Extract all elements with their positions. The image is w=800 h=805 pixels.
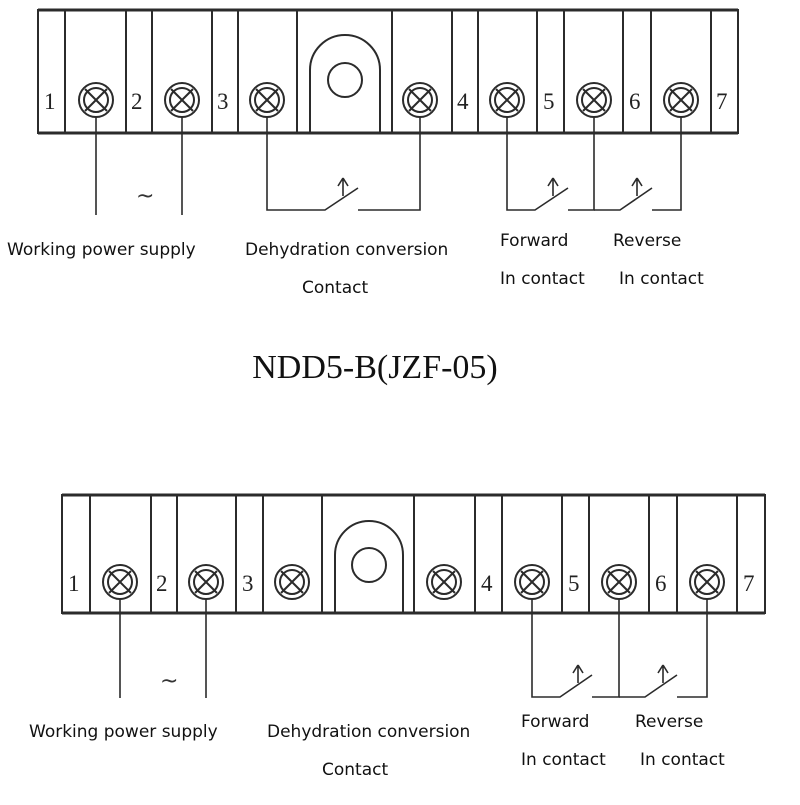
top-screw-5	[489, 82, 525, 118]
top-screw-1	[78, 82, 114, 118]
model-title: NDD5-B(JZF-05)	[252, 349, 498, 386]
bottom-label-dehydration: Dehydration conversion	[267, 722, 470, 742]
top-screw-2	[164, 82, 200, 118]
top-forward-contact-arrow	[547, 177, 559, 196]
bottom-terminal-number-4: 4	[481, 571, 493, 596]
bottom-labels: Working power supply Dehydration convers…	[29, 712, 725, 780]
bottom-screw-1	[102, 564, 138, 600]
bottom-screw-3	[274, 564, 310, 600]
top-label-reverse-contact: In contact	[619, 269, 704, 289]
top-terminal-numbers: 1 2 3 4 5 6 7	[44, 89, 728, 114]
bottom-label-reverse-contact: In contact	[640, 750, 725, 770]
top-labels: Working power supply Dehydration convers…	[7, 231, 704, 298]
bottom-screw-7	[689, 564, 725, 600]
bottom-terminal-number-7: 7	[743, 571, 755, 596]
bottom-screw-6	[601, 564, 637, 600]
bottom-reverse-contact-arrow	[657, 664, 669, 683]
bottom-terminal-number-2: 2	[156, 571, 168, 596]
bottom-screw-5	[514, 564, 550, 600]
top-screw-6	[576, 82, 612, 118]
top-terminal-number-3: 3	[217, 89, 229, 114]
bottom-terminal-number-3: 3	[242, 571, 254, 596]
bottom-terminal-number-6: 6	[655, 571, 667, 596]
bottom-mounting-lug	[334, 520, 404, 613]
bottom-label-forward-contact: In contact	[521, 750, 606, 770]
bottom-terminal-numbers: 1 2 3 4 5 6 7	[68, 571, 755, 596]
top-terminal-number-4: 4	[457, 89, 469, 114]
bottom-terminal-number-1: 1	[68, 571, 80, 596]
top-wiring-diagram: 1 2 3 4 5 6 7 ~ Working power supply Deh…	[7, 8, 739, 298]
top-label-reverse: Reverse	[613, 231, 681, 251]
top-terminal-number-2: 2	[131, 89, 143, 114]
top-terminal-number-7: 7	[716, 89, 728, 114]
bottom-forward-contact-arrow	[572, 664, 584, 683]
top-ac-supply-symbol: ~	[136, 184, 154, 209]
bottom-screws	[102, 564, 725, 600]
bottom-label-reverse: Reverse	[635, 712, 703, 732]
bottom-mounting-hole	[351, 547, 387, 583]
top-label-forward: Forward	[500, 231, 568, 251]
bottom-label-power: Working power supply	[29, 722, 218, 742]
top-screw-4	[402, 82, 438, 118]
top-label-power: Working power supply	[7, 240, 196, 260]
top-terminal-number-5: 5	[543, 89, 555, 114]
top-mounting-lug	[309, 34, 381, 133]
top-dehydration-contact-arrow	[337, 177, 349, 196]
top-label-dehydration: Dehydration conversion	[245, 240, 448, 260]
top-terminal-number-1: 1	[44, 89, 56, 114]
top-wiring	[95, 117, 682, 215]
top-forward-contact-wire	[506, 117, 595, 211]
bottom-wiring-diagram: 1 2 3 4 5 6 7 ~ Working power supply Deh…	[29, 493, 766, 780]
top-dehydration-contact-wire	[266, 117, 421, 211]
top-screw-3	[249, 82, 285, 118]
bottom-screw-4	[426, 564, 462, 600]
top-terminal-block-outline	[37, 9, 739, 134]
top-label-forward-contact: In contact	[500, 269, 585, 289]
bottom-terminal-block	[61, 493, 766, 615]
bottom-ac-supply-symbol: ~	[160, 669, 178, 694]
top-terminal-number-6: 6	[629, 89, 641, 114]
top-screw-7	[663, 82, 699, 118]
top-mounting-hole	[327, 62, 363, 98]
top-reverse-contact-arrow	[631, 177, 643, 196]
bottom-label-dehydration-contact: Contact	[322, 760, 388, 780]
bottom-terminal-number-5: 5	[568, 571, 580, 596]
top-reverse-contact-wire	[594, 117, 682, 211]
bottom-reverse-contact-wire	[619, 599, 708, 698]
bottom-wiring	[119, 599, 708, 698]
top-screws	[78, 82, 699, 118]
top-terminal-block	[37, 8, 739, 135]
top-label-dehydration-contact: Contact	[302, 278, 368, 298]
bottom-screw-2	[188, 564, 224, 600]
bottom-label-forward: Forward	[521, 712, 589, 732]
